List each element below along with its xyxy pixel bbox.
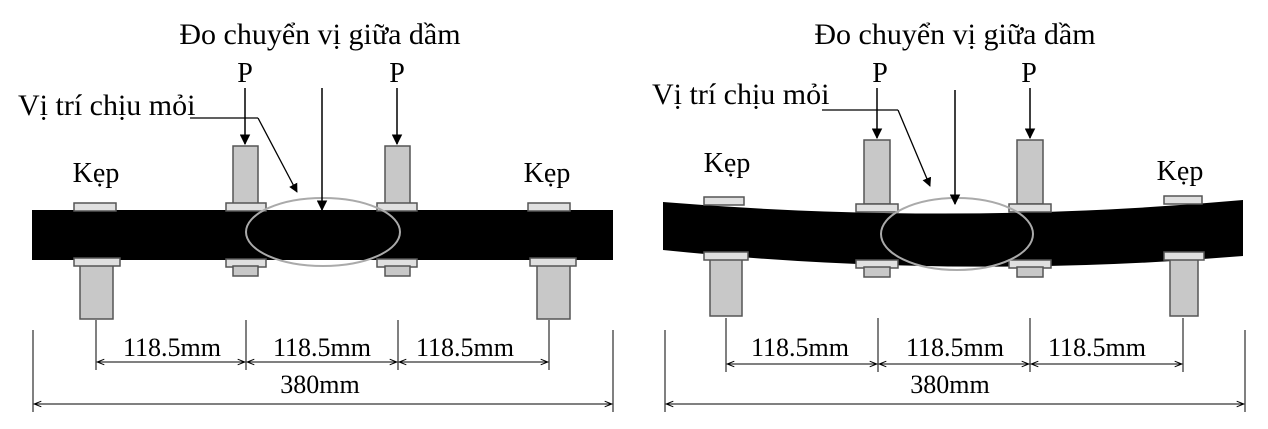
- clamp-plate-right: [1163, 195, 1203, 205]
- dimension-label-2: 118.5mm: [906, 333, 1004, 362]
- support-plate-right: [1163, 251, 1205, 261]
- title-label: Đo chuyển vị giữa dầm: [814, 18, 1095, 51]
- load-bottom-block-left: [863, 266, 891, 278]
- load-post-right: [1016, 139, 1044, 205]
- beam: [663, 200, 1243, 267]
- load-plate-left: [855, 203, 899, 213]
- clamp-label-right: Kẹp: [1157, 156, 1204, 187]
- fatigue-pointer: [257, 117, 298, 193]
- clamp-plate-left: [703, 196, 745, 206]
- dimension-label-2: 118.5mm: [273, 333, 371, 362]
- support-post-left: [709, 257, 743, 317]
- support-plate-left: [73, 257, 121, 267]
- clamp-plate-left: [73, 202, 117, 212]
- panel-deflected-beam: Đo chuyển vị giữa dầm P P Vị trí chịu mỏ…: [652, 18, 1246, 412]
- clamp-label-left: Kẹp: [73, 158, 120, 189]
- dimension-label-3: 118.5mm: [416, 333, 514, 362]
- load-post-right: [384, 145, 411, 205]
- dimension-label-3: 118.5mm: [1048, 333, 1146, 362]
- title-label: Đo chuyển vị giữa dầm: [179, 18, 460, 51]
- panel-straight-beam: Đo chuyển vị giữa dầm P P Vị trí chịu mỏ…: [18, 18, 614, 412]
- clamp-plate-right: [527, 202, 571, 212]
- dimension-label-1: 118.5mm: [751, 333, 849, 362]
- support-plate-left: [703, 251, 749, 261]
- load-plate-left: [225, 202, 267, 212]
- load-bottom-block-right: [384, 265, 411, 277]
- support-post-left: [79, 263, 114, 320]
- clamp-label-left: Kẹp: [704, 148, 751, 179]
- load-label-left: P: [872, 58, 888, 89]
- load-label-left: P: [237, 58, 253, 89]
- load-label-right: P: [389, 58, 405, 89]
- fatigue-label: Vị trí chịu mỏi: [652, 78, 829, 111]
- fatigue-zone-ellipse: [245, 197, 401, 267]
- load-label-right: P: [1021, 58, 1037, 89]
- dimension-label-total: 380mm: [910, 370, 989, 399]
- fatigue-pointer: [897, 109, 932, 187]
- support-plate-right: [529, 257, 577, 267]
- load-bottom-block-left: [232, 265, 259, 277]
- support-post-right: [536, 263, 571, 320]
- load-bottom-block-right: [1016, 266, 1044, 278]
- fatigue-label: Vị trí chịu mỏi: [18, 89, 195, 122]
- beam: [32, 210, 613, 260]
- dimension-label-total: 380mm: [280, 370, 359, 399]
- load-post-left: [232, 145, 259, 205]
- support-post-right: [1169, 257, 1199, 317]
- dimension-label-1: 118.5mm: [123, 333, 221, 362]
- clamp-label-right: Kẹp: [524, 158, 571, 189]
- load-post-left: [863, 139, 891, 205]
